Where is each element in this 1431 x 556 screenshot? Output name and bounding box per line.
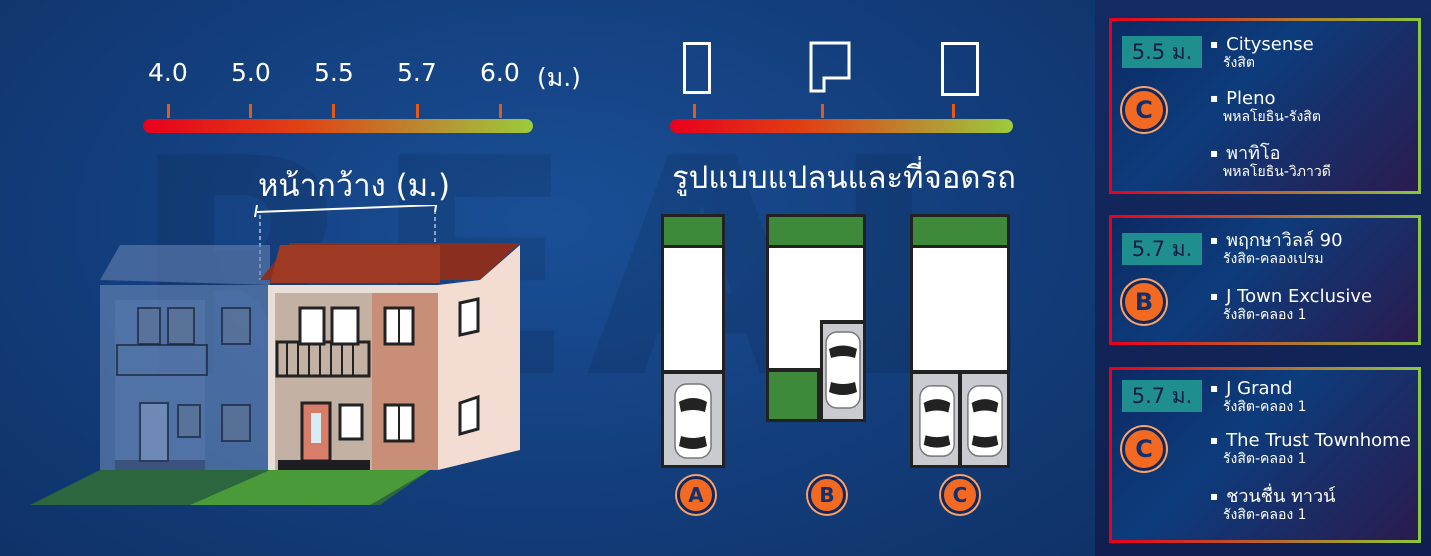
plan-b-badge: B — [808, 476, 846, 514]
project-location: พหลโยธิน-รังสิต — [1223, 109, 1321, 125]
frontage-unit: (ม.) — [537, 63, 581, 92]
plan-c-house — [913, 248, 1007, 370]
group-width-chip: 5.7 ม. — [1122, 380, 1202, 412]
plan-tick — [693, 104, 696, 118]
plan-a-icon — [683, 42, 711, 94]
car-icon — [919, 385, 955, 457]
frontage-tick-label: 5.7 — [397, 58, 437, 87]
frontage-tick — [167, 104, 170, 118]
group-width-chip: 5.5 ม. — [1122, 36, 1202, 68]
frontage-scale-bar — [143, 119, 533, 133]
plan-a-badge: A — [677, 476, 715, 514]
project-location: รังสิต — [1223, 55, 1255, 71]
project-item: Citysense รังสิต — [1210, 34, 1314, 72]
frontage-tick — [416, 104, 419, 118]
project-location: รังสิต-คลอง 1 — [1223, 451, 1307, 467]
frontage-tick-label: 5.5 — [314, 58, 354, 87]
project-name: ชวนชื่น ทาวน์ — [1210, 486, 1335, 507]
car-icon — [967, 385, 1003, 457]
frontage-tick — [249, 104, 252, 118]
group-type-badge: C — [1122, 427, 1166, 471]
project-name: J Grand — [1210, 378, 1307, 399]
project-location: รังสิต-คลองเปรม — [1223, 251, 1324, 267]
project-location: รังสิต-คลอง 1 — [1223, 507, 1307, 523]
group-type-badge: C — [1122, 88, 1166, 132]
project-name: Citysense — [1210, 34, 1314, 55]
plan-title: รูปแบบแปลนและที่จอดรถ — [672, 160, 1016, 196]
project-name: Pleno — [1210, 88, 1321, 109]
frontage-tick — [332, 104, 335, 118]
plan-tick — [952, 104, 955, 118]
project-item: พาทิโอ พหลโยธิน-วิภาวดี — [1210, 143, 1331, 181]
frontage-tick-label: 5.0 — [231, 58, 271, 87]
plan-tick — [821, 104, 824, 118]
project-location: รังสิต-คลอง 1 — [1223, 307, 1307, 323]
project-item: พฤกษาวิลล์ 90 รังสิต-คลองเปรม — [1210, 230, 1343, 268]
plan-c-garden — [913, 217, 1007, 245]
car-icon — [674, 383, 712, 459]
plan-c-badge: C — [941, 476, 979, 514]
project-item: The Trust Townhome รังสิต-คลอง 1 — [1210, 430, 1411, 468]
frontage-tick-label: 4.0 — [148, 58, 188, 87]
frontage-label: หน้ากว้าง (ม.) — [258, 168, 451, 204]
project-location: พหลโยธิน-วิภาวดี — [1223, 164, 1331, 180]
project-item: J Town Exclusive รังสิต-คลอง 1 — [1210, 286, 1372, 324]
plan-c-icon — [941, 42, 979, 96]
project-name: The Trust Townhome — [1210, 430, 1411, 451]
plan-b-icon — [809, 41, 851, 93]
project-location: รังสิต-คลอง 1 — [1223, 399, 1307, 415]
project-name: พฤกษาวิลล์ 90 — [1210, 230, 1342, 251]
project-item: Pleno พหลโยธิน-รังสิต — [1210, 88, 1321, 126]
plan-b-layout — [766, 214, 866, 422]
plan-a-garden — [664, 217, 722, 245]
plan-scale-bar — [670, 119, 1013, 133]
frontage-tick-label: 6.0 — [480, 58, 520, 87]
project-item: ชวนชื่น ทาวน์ รังสิต-คลอง 1 — [1210, 486, 1335, 524]
plan-a-house — [664, 248, 722, 370]
project-name: J Town Exclusive — [1210, 286, 1372, 307]
project-name: พาทิโอ — [1210, 143, 1331, 164]
project-item: J Grand รังสิต-คลอง 1 — [1210, 378, 1307, 416]
frontage-tick — [499, 104, 502, 118]
group-type-badge: B — [1122, 280, 1166, 324]
group-width-chip: 5.7 ม. — [1122, 233, 1202, 265]
townhouse-illustration — [30, 205, 520, 505]
